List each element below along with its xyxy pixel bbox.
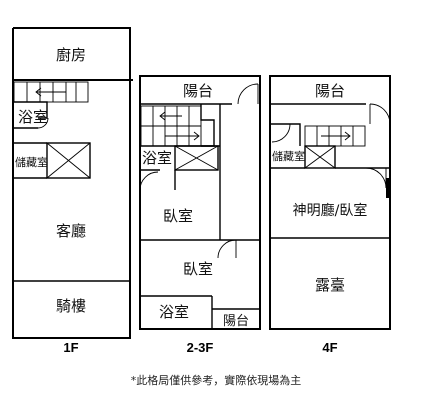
floor-1f-outer-wall: [12, 28, 131, 339]
floor-2-3f-staircase: [140, 104, 221, 240]
floor-4f-room-door: [365, 167, 387, 189]
floor-1f-bathroom-wall: [13, 101, 48, 119]
floor-1f-room-kitchen: 廚房: [56, 46, 86, 64]
floor-4f-shaft: [304, 145, 336, 169]
floor-2-3f-bedroom-door: [217, 239, 237, 259]
floor-4f-balcony-door: [369, 103, 391, 125]
floor-4f-storage-door: [271, 123, 291, 143]
floor-4f-label: 4F: [322, 340, 337, 355]
floor-1f-bathroom-door: [37, 117, 49, 129]
floor-2-3f-room-bedroom-2: 臥室: [183, 260, 213, 278]
floor-2-3f-room-bedroom-1: 臥室: [163, 207, 193, 225]
floor-4f-room-balcony: 陽台: [315, 82, 345, 100]
floor-4f-outer-wall: [269, 75, 391, 330]
floor-1f: 廚房 浴室 儲藏室 客廳 騎樓 1F: [12, 27, 133, 355]
floor-1f-storage: [13, 142, 91, 179]
floor-1f-room-storage: 儲藏室: [15, 155, 48, 169]
floor-2-3f-label: 2-3F: [187, 340, 214, 355]
floor-4f-room-terrace: 露臺: [315, 276, 345, 294]
floor-1f-staircase: [13, 81, 89, 103]
floor-1f-top-wall: [13, 27, 131, 80]
footnote: *此格局僅供參考，實際依現場為主: [131, 373, 302, 387]
floor-4f-room-shrine-bedroom: 神明廳/臥室: [293, 202, 368, 219]
floor-4f-staircase: [304, 125, 366, 147]
floor-1f-room-arcade: 騎樓: [56, 297, 86, 315]
floor-2-3f-room-balcony-bottom: 陽台: [223, 314, 249, 329]
floor-1f-room-bathroom: 浴室: [18, 108, 48, 126]
floor-2-3f-shaft: [174, 145, 219, 171]
floor-1f-room-living: 客廳: [56, 222, 86, 240]
floor-2-3f-room-bathroom-top: 浴室: [142, 149, 172, 167]
floor-2-3f-balcony-door: [237, 83, 259, 105]
floor-2-3f-outer-wall: [139, 75, 261, 330]
floor-4f: 陽台 儲藏室 神明廳/臥室 露臺 4F: [269, 75, 391, 355]
floor-2-3f-bathroom-door: [139, 171, 159, 191]
floor-2-3f: 陽台 浴室 臥室 臥室 浴室 陽台 2-3F: [139, 75, 261, 355]
floor-2-3f-room-balcony-top: 陽台: [183, 82, 213, 100]
floor-4f-room-storage: 儲藏室: [272, 149, 305, 163]
floor-2-3f-room-bathroom-bottom: 浴室: [159, 303, 189, 321]
floor-1f-label: 1F: [63, 340, 78, 355]
